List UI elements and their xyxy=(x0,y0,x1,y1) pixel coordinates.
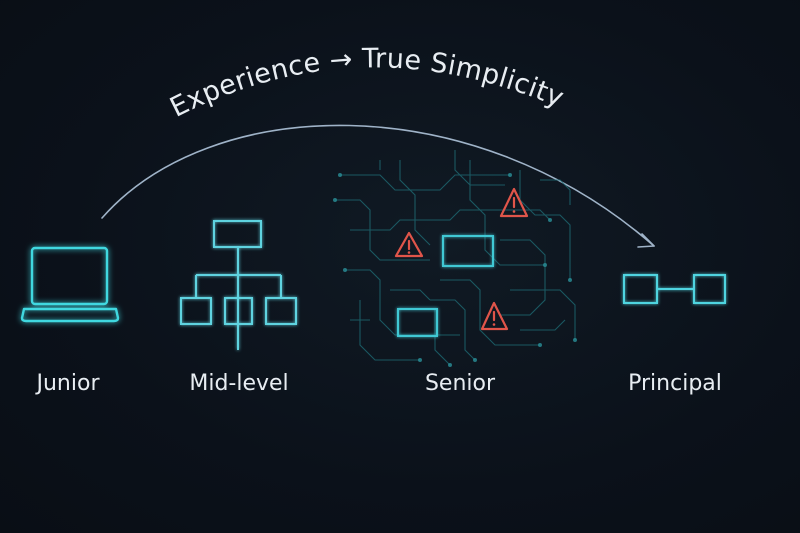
warning-icon xyxy=(394,231,424,258)
stage-label-mid-level: Mid-level xyxy=(189,371,289,396)
tangled-circuit-icon xyxy=(333,150,577,367)
stage-label-junior: Junior xyxy=(36,371,100,396)
warning-icon xyxy=(499,187,529,218)
stage-label-senior: Senior xyxy=(424,371,496,396)
stage-label-principal: Principal xyxy=(628,371,722,396)
laptop-icon xyxy=(20,246,120,323)
two-connected-boxes-icon xyxy=(623,274,726,304)
warning-icon xyxy=(480,301,509,331)
progression-arc xyxy=(101,124,655,248)
diagram-title: Experience → True Simplicity xyxy=(165,43,568,123)
hierarchy-icon xyxy=(180,220,297,350)
arc-arrowhead-icon xyxy=(637,233,655,248)
